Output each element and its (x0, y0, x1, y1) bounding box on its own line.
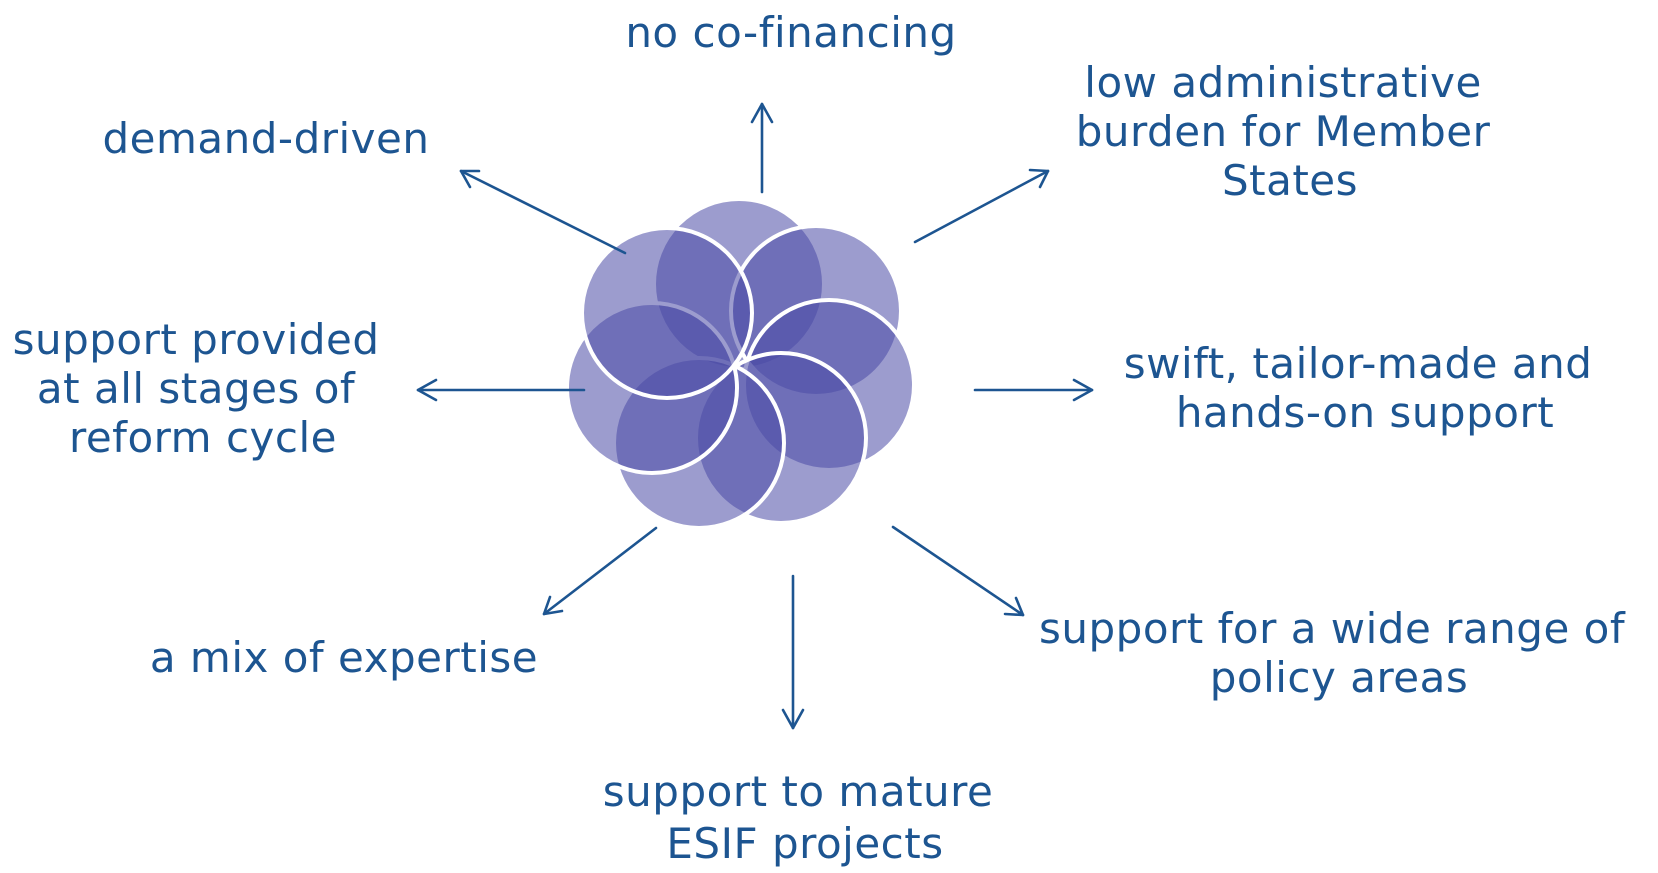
label-line: support provided (13, 315, 380, 364)
label-line: States (1222, 156, 1358, 205)
label-swift-support: swift, tailor-made and hands-on support (1124, 339, 1606, 437)
arrows (416, 102, 1094, 730)
petal-circle-7 (580, 226, 754, 400)
label-wide-range-policy-areas: support for a wide range of policy areas (1039, 604, 1639, 702)
label-line: demand-driven (103, 114, 430, 163)
arrow-down (781, 574, 805, 730)
label-mature-esif-projects: support to mature ESIF projects (603, 767, 1007, 868)
label-line: a mix of expertise (150, 633, 538, 682)
label-no-cofinancing: no co-financing (625, 8, 956, 57)
label-mix-of-expertise: a mix of expertise (150, 633, 538, 682)
arrow-left (416, 378, 586, 402)
arrow-up-right (913, 168, 1050, 244)
label-reform-cycle: support provided at all stages of reform… (13, 315, 394, 462)
label-line: no co-financing (625, 8, 956, 57)
label-line: ESIF projects (666, 819, 943, 868)
label-line: support to mature (603, 767, 994, 816)
label-line: swift, tailor-made and (1124, 339, 1593, 388)
label-demand-driven: demand-driven (103, 114, 430, 163)
label-low-administrative-burden: low administrative burden for Member Sta… (1076, 58, 1505, 205)
label-line: burden for Member (1076, 107, 1491, 156)
arrow-right (973, 378, 1094, 402)
arrow-down-right (891, 525, 1025, 617)
arrow-up-left (459, 169, 627, 255)
label-line: support for a wide range of (1039, 604, 1626, 653)
label-line: at all stages of (37, 364, 356, 413)
arrow-down-left (542, 526, 658, 616)
labels: no co-financing low administrative burde… (13, 8, 1639, 868)
arrow-up (750, 102, 774, 194)
label-line: low administrative (1084, 58, 1482, 107)
center-flower-icon (565, 197, 916, 530)
label-line: policy areas (1210, 653, 1469, 702)
label-line: reform cycle (69, 413, 337, 462)
label-line: hands-on support (1176, 388, 1554, 437)
